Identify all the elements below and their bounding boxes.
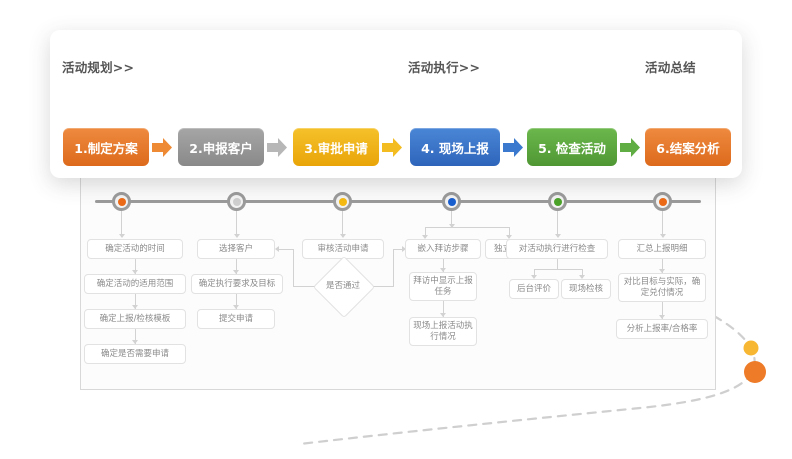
arrow-col4-2-icon xyxy=(440,313,446,317)
arrow-col4-branch-left-icon xyxy=(422,235,428,239)
step-arrow-1-icon xyxy=(152,138,172,157)
connector-col5-branch-stem xyxy=(557,259,558,269)
connector-col1-3 xyxy=(135,329,136,344)
timeline-dot-6[interactable] xyxy=(653,192,672,211)
connector-col4-branch-h xyxy=(425,227,510,228)
flow-decision-label: 是否通过 xyxy=(325,280,360,291)
connector-col5-branch-h xyxy=(534,269,583,270)
step-button-3[interactable]: 3.审批申请 xyxy=(293,128,379,166)
flow-box-col1-1[interactable]: 确定活动的时间 xyxy=(87,239,183,259)
step-button-6[interactable]: 6.结案分析 xyxy=(645,128,731,166)
flow-box-col2-2[interactable]: 确定执行要求及目标 xyxy=(191,274,283,294)
arrow-decision-no-icon xyxy=(275,246,279,252)
connector-decision-yes-h2 xyxy=(393,249,403,250)
timeline-stem-6 xyxy=(659,211,666,238)
connector-decision-yes-h1 xyxy=(372,286,394,287)
connector-col4-branch-right xyxy=(509,227,510,238)
flow-box-col4-3[interactable]: 拜访中显示上报任务 xyxy=(409,272,477,301)
flow-box-col2-3[interactable]: 提交申请 xyxy=(197,309,275,329)
arrow-col1-1-icon xyxy=(132,270,138,274)
decor-dot-small xyxy=(743,340,759,356)
arrow-col2-1-icon xyxy=(233,270,239,274)
connector-col5-branch-right xyxy=(582,269,583,278)
arrow-col1-2-icon xyxy=(132,305,138,309)
connector-decision-no-h1 xyxy=(293,286,315,287)
arrow-col5-left-icon xyxy=(531,275,537,279)
step-arrow-5-icon xyxy=(620,138,640,157)
arrow-decision-yes-icon xyxy=(402,246,406,252)
connector-col4-2 xyxy=(443,301,444,317)
arrow-col4-branch-right-icon xyxy=(506,235,512,239)
step-button-1[interactable]: 1.制定方案 xyxy=(63,128,149,166)
phase-label-planning: 活动规划>> xyxy=(62,60,135,75)
flow-box-col6-2[interactable]: 对比目标与实际，确定兑付情况 xyxy=(618,273,706,302)
arrow-col5-right-icon xyxy=(579,275,585,279)
arrow-col2-2-icon xyxy=(233,305,239,309)
arrow-col4-1-icon xyxy=(440,268,446,272)
connector-col2-1 xyxy=(236,259,237,274)
timeline-stem-4 xyxy=(448,211,455,228)
flow-decision-col3[interactable]: 是否通过 xyxy=(312,255,376,319)
connector-col1-2 xyxy=(135,294,136,309)
step-button-2[interactable]: 2.申报客户 xyxy=(178,128,264,166)
process-flowchart-panel: 确定活动的时间 确定活动的适用范围 确定上报/检核模板 确定是否需要申请 选择客… xyxy=(80,176,716,390)
timeline-dot-5[interactable] xyxy=(548,192,567,211)
flow-box-col4-1[interactable]: 嵌入拜访步骤 xyxy=(405,239,481,259)
timeline-stem-1 xyxy=(118,211,125,238)
step-arrow-2-icon xyxy=(267,138,287,157)
timeline-dot-4[interactable] xyxy=(442,192,461,211)
timeline-dot-1[interactable] xyxy=(112,192,131,211)
step-arrow-4-icon xyxy=(503,138,523,157)
arrow-col6-2-icon xyxy=(659,315,665,319)
timeline-stem-3 xyxy=(339,211,346,238)
step-button-4[interactable]: 4. 现场上报 xyxy=(410,128,500,166)
phase-label-summary: 活动总结 xyxy=(645,60,696,75)
process-steps-card: 活动规划>> 活动执行>> 活动总结 1.制定方案 2.申报客户 3.审批申请 … xyxy=(50,30,742,178)
flow-box-col4-4[interactable]: 现场上报活动执行情况 xyxy=(409,317,477,346)
flow-box-col6-1[interactable]: 汇总上报明细 xyxy=(618,239,706,259)
connector-col1-1 xyxy=(135,259,136,274)
connector-col6-2 xyxy=(662,302,663,319)
connector-col4-1 xyxy=(443,259,444,272)
flow-box-col1-4[interactable]: 确定是否需要申请 xyxy=(84,344,186,364)
timeline-dot-2[interactable] xyxy=(227,192,246,211)
decor-dot-large xyxy=(744,361,766,383)
step-arrow-3-icon xyxy=(382,138,402,157)
flow-box-col1-3[interactable]: 确定上报/检核模板 xyxy=(84,309,186,329)
connector-col6-1 xyxy=(662,259,663,273)
connector-col4-branch-left xyxy=(425,227,426,238)
arrow-col6-1-icon xyxy=(659,269,665,273)
timeline-stem-5 xyxy=(554,211,561,238)
phase-label-execution: 活动执行>> xyxy=(408,60,481,75)
flow-box-col6-3[interactable]: 分析上报率/合格率 xyxy=(616,319,708,339)
flow-box-col5-3[interactable]: 现场检核 xyxy=(561,279,611,299)
connector-decision-yes-v xyxy=(393,249,394,287)
connector-col5-branch-left xyxy=(534,269,535,278)
step-button-5[interactable]: 5. 检查活动 xyxy=(527,128,617,166)
flow-box-col5-2[interactable]: 后台评价 xyxy=(509,279,559,299)
timeline-stem-2 xyxy=(233,211,240,238)
connector-decision-no-v xyxy=(293,249,294,287)
flow-box-col2-1[interactable]: 选择客户 xyxy=(197,239,275,259)
timeline-axis xyxy=(95,200,701,203)
flow-box-col5-1[interactable]: 对活动执行进行检查 xyxy=(506,239,608,259)
connector-decision-no-h2 xyxy=(279,249,294,250)
connector-col2-2 xyxy=(236,294,237,309)
timeline-dot-3[interactable] xyxy=(333,192,352,211)
arrow-col1-3-icon xyxy=(132,340,138,344)
flow-box-col1-2[interactable]: 确定活动的适用范围 xyxy=(84,274,186,294)
